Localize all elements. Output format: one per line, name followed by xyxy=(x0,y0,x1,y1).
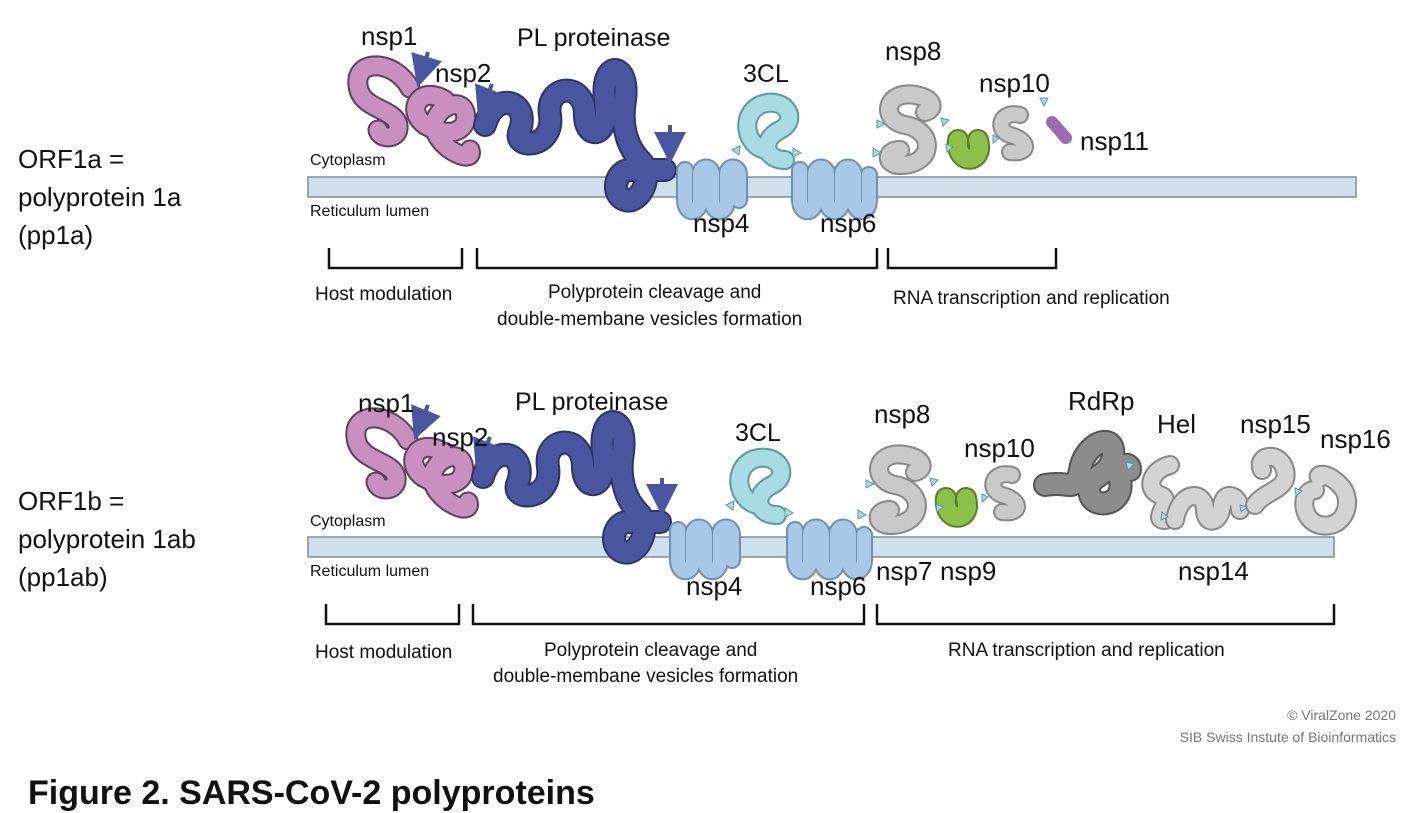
orf1a-line2: polyprotein 1a xyxy=(18,182,182,212)
nsp1-label: nsp1 xyxy=(361,21,417,51)
orf1b-line2: polyprotein 1ab xyxy=(18,524,196,554)
pp1ab-diagram: nsp1 nsp2 PL proteinase 3CL nsp4 nsp6 ns… xyxy=(307,386,1391,687)
nsp11-label: nsp11 xyxy=(1080,126,1149,156)
nsp16-label: nsp16 xyxy=(1320,424,1391,454)
nsp15-label: nsp15 xyxy=(1240,409,1311,439)
nsp10-label: nsp10 xyxy=(964,433,1035,463)
orf1a-line3: (pp1a) xyxy=(18,220,94,250)
nsp4-label: nsp4 xyxy=(686,571,742,601)
cleavage-arrow-icon xyxy=(475,83,505,119)
orf1b-line3: (pp1ab) xyxy=(18,562,108,592)
orf1b-label: ORF1b = polyprotein 1ab (pp1ab) xyxy=(18,482,196,596)
cleavage-label-line1: Polyprotein cleavage and xyxy=(548,282,761,303)
cleavage-arrow-icon xyxy=(411,404,441,440)
nsp10-label: nsp10 xyxy=(979,68,1050,98)
cleavage-bracket xyxy=(475,248,879,270)
orf1b-line1: ORF1b = xyxy=(18,486,125,516)
nsp8-label: nsp8 xyxy=(874,399,930,429)
nsp7-label: nsp7 xyxy=(876,556,932,586)
rdrp-label: RdRp xyxy=(1068,386,1134,416)
nsp14-label: nsp14 xyxy=(1178,556,1249,586)
rna-label: RNA transcription and replication xyxy=(893,288,1170,309)
cleavage-arrow-icon xyxy=(473,436,503,472)
nsp4-label: nsp4 xyxy=(693,208,749,238)
nsp8-label: nsp8 xyxy=(885,36,941,66)
host-modulation-bracket xyxy=(327,248,464,270)
cleavage-site-markers xyxy=(725,461,1303,521)
nsp6-label: nsp6 xyxy=(820,208,876,238)
orf1a-label: ORF1a = polyprotein 1a (pp1a) xyxy=(18,140,181,254)
pl-proteinase-label: PL proteinase xyxy=(517,24,670,52)
pl-proteinase-label: PL proteinase xyxy=(515,388,668,416)
cleavage-label-line1: Polyprotein cleavage and xyxy=(544,640,757,661)
nsp2-label: nsp2 xyxy=(432,422,488,452)
rna-bracket xyxy=(886,248,1058,270)
rna-bracket xyxy=(875,604,1336,626)
nsp11-protein xyxy=(1046,116,1072,144)
cleavage-bracket xyxy=(471,604,866,626)
nsp2-label: nsp2 xyxy=(435,58,491,88)
host-modulation-bracket xyxy=(324,604,461,626)
credit-line1: © ViralZone 2020 xyxy=(1287,707,1396,723)
3cl-label: 3CL xyxy=(735,419,781,447)
cleavage-arrow-icon xyxy=(411,51,442,88)
cytoplasm-label: Cytoplasm xyxy=(310,513,386,530)
hel-label: Hel xyxy=(1157,409,1196,439)
figure-caption: Figure 2. SARS-CoV-2 polyproteins xyxy=(28,774,595,812)
cleavage-site-markers xyxy=(731,97,1049,158)
pp1a-diagram: nsp1 nsp2 PL proteinase 3CL nsp4 nsp6 ns… xyxy=(307,21,1357,330)
polyprotein-diagram: nsp1 nsp2 PL proteinase 3CL nsp4 nsp6 ns… xyxy=(307,21,1391,687)
3cl-label: 3CL xyxy=(743,60,789,88)
nsp1-label: nsp1 xyxy=(358,388,414,418)
cytoplasm-label: Cytoplasm xyxy=(310,152,386,169)
credit-line2: SIB Swiss Instute of Bioinformatics xyxy=(1179,729,1396,745)
nsp6-label: nsp6 xyxy=(810,571,866,601)
cleavage-label-line2: double-membane vesicles formation xyxy=(493,666,798,687)
nsp9-label: nsp9 xyxy=(940,556,996,586)
credit-block: © ViralZone 2020 SIB Swiss Instute of Bi… xyxy=(1180,704,1396,748)
host-modulation-label: Host modulation xyxy=(315,284,452,305)
rna-label: RNA transcription and replication xyxy=(948,640,1225,661)
orf1a-line1: ORF1a = xyxy=(18,144,125,174)
host-modulation-label: Host modulation xyxy=(315,642,452,663)
cleavage-label-line2: double-membane vesicles formation xyxy=(497,309,802,330)
reticulum-lumen-label: Reticulum lumen xyxy=(310,203,429,220)
reticulum-lumen-label: Reticulum lumen xyxy=(310,563,429,580)
